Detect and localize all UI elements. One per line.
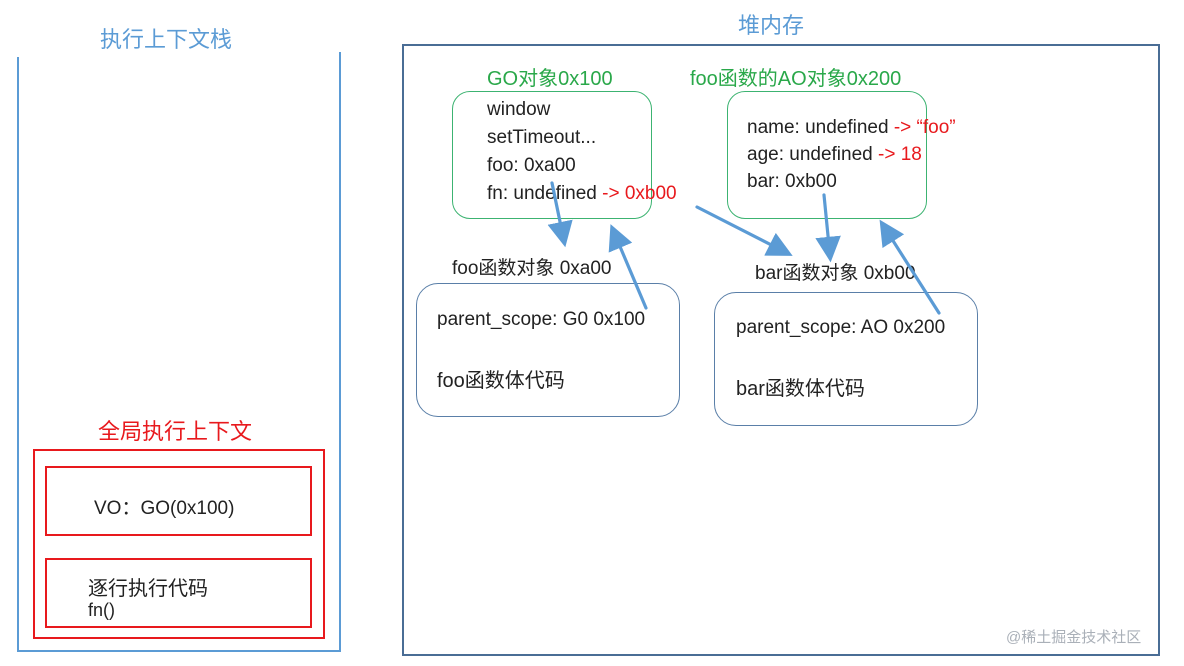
exec-box: 逐行执行代码 fn() [45, 558, 312, 628]
go-row: fn: undefined -> 0xb00 [487, 183, 677, 204]
global-ctx-frame [33, 449, 325, 639]
go-row: window [487, 99, 551, 120]
bar-parent-scope: parent_scope: AO 0x200 [736, 317, 946, 338]
bar-body: bar函数体代码 [736, 378, 865, 400]
arrow-foo-scope-to-go [608, 224, 648, 310]
arrow-foo-to-foo-func [547, 181, 573, 248]
go-box [452, 91, 652, 219]
arrow-fn-to-bar-func [695, 205, 793, 256]
watermark: @稀土掘金技术社区 [1006, 629, 1142, 646]
ao-row: name: undefined -> “foo” [747, 117, 956, 138]
go-title: GO对象0x100 [487, 68, 613, 90]
foo-func-box [416, 283, 680, 417]
ao-row: bar: 0xb00 [747, 171, 837, 192]
heap-frame [402, 44, 1160, 656]
stack-right-wall [339, 52, 341, 651]
bar-func-box [714, 292, 978, 426]
global-ctx-title: 全局执行上下文 [98, 419, 253, 444]
bar-func-title: bar函数对象 0xb00 [755, 263, 916, 284]
arrow-bar-scope-to-ao [879, 219, 941, 315]
foo-func-title: foo函数对象 0xa00 [452, 258, 612, 279]
exec-line1: 逐行执行代码 [88, 578, 208, 600]
go-row: setTimeout... [487, 127, 597, 148]
foo-body: foo函数体代码 [437, 370, 565, 392]
stack-bottom [17, 650, 341, 652]
go-row: foo: 0xa00 [487, 155, 576, 176]
foo-parent-scope: parent_scope: G0 0x100 [437, 309, 646, 330]
ao-row: age: undefined -> 18 [747, 144, 922, 165]
arrow-bar-to-bar-func [815, 193, 841, 263]
vo-box: VO：GO(0x100) [45, 466, 312, 536]
vo-label: VO：GO(0x100) [94, 498, 235, 519]
stack-title: 执行上下文栈 [100, 27, 233, 52]
stack-left-wall [17, 57, 19, 651]
heap-title: 堆内存 [738, 13, 805, 38]
exec-line2: fn() [88, 600, 115, 620]
ao-title: foo函数的AO对象0x200 [690, 68, 902, 90]
